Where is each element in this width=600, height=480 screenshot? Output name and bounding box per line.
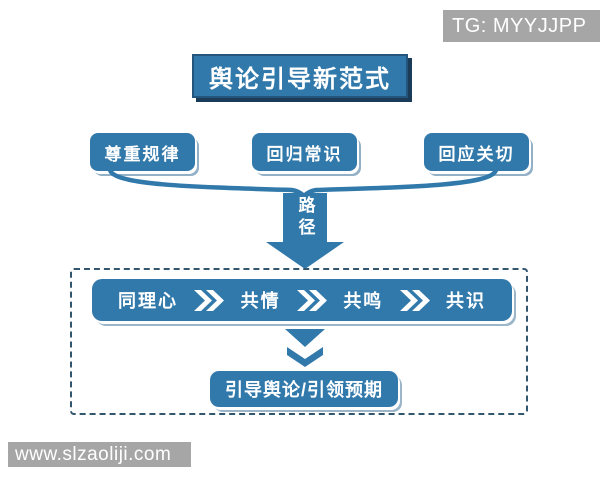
- principle-label: 回归常识: [266, 144, 343, 164]
- path-steps-container: [70, 268, 528, 415]
- principle-box-respect-laws: 尊重规律: [90, 133, 195, 171]
- telegram-watermark: TG: MYYJJPP: [443, 10, 600, 42]
- step-sympathy: 共情: [240, 291, 281, 311]
- principle-box-common-sense: 回归常识: [252, 133, 357, 171]
- step-resonance: 共鸣: [343, 291, 384, 311]
- double-chevron-right-icon: [399, 289, 430, 311]
- diagram-title-box: 舆论引导新范式: [192, 54, 408, 98]
- step-consensus: 共识: [445, 291, 486, 311]
- path-arrow-body: 路径: [283, 193, 327, 242]
- path-arrow-label: 路径: [295, 195, 315, 240]
- telegram-watermark-text: TG: MYYJJPP: [452, 14, 587, 37]
- double-chevron-right-icon: [194, 289, 225, 311]
- double-chevron-down-icon: [285, 329, 325, 367]
- diagram-title: 舆论引导新范式: [209, 65, 391, 93]
- principle-label: 尊重规律: [104, 144, 181, 164]
- step-empathy: 同理心: [118, 291, 178, 311]
- principle-label: 回应关切: [438, 144, 515, 164]
- outcome-box: 引导舆论/引领预期: [210, 371, 398, 407]
- path-arrow-head-icon: [266, 242, 344, 269]
- outcome-label: 引导舆论/引领预期: [224, 380, 383, 400]
- steps-bar: 同理心 共情 共鸣 共识: [92, 279, 512, 321]
- principle-box-respond-concerns: 回应关切: [424, 133, 529, 171]
- website-watermark-text: www.slzaoliji.com: [15, 443, 172, 465]
- double-chevron-right-icon: [296, 289, 327, 311]
- website-watermark: www.slzaoliji.com: [8, 442, 191, 467]
